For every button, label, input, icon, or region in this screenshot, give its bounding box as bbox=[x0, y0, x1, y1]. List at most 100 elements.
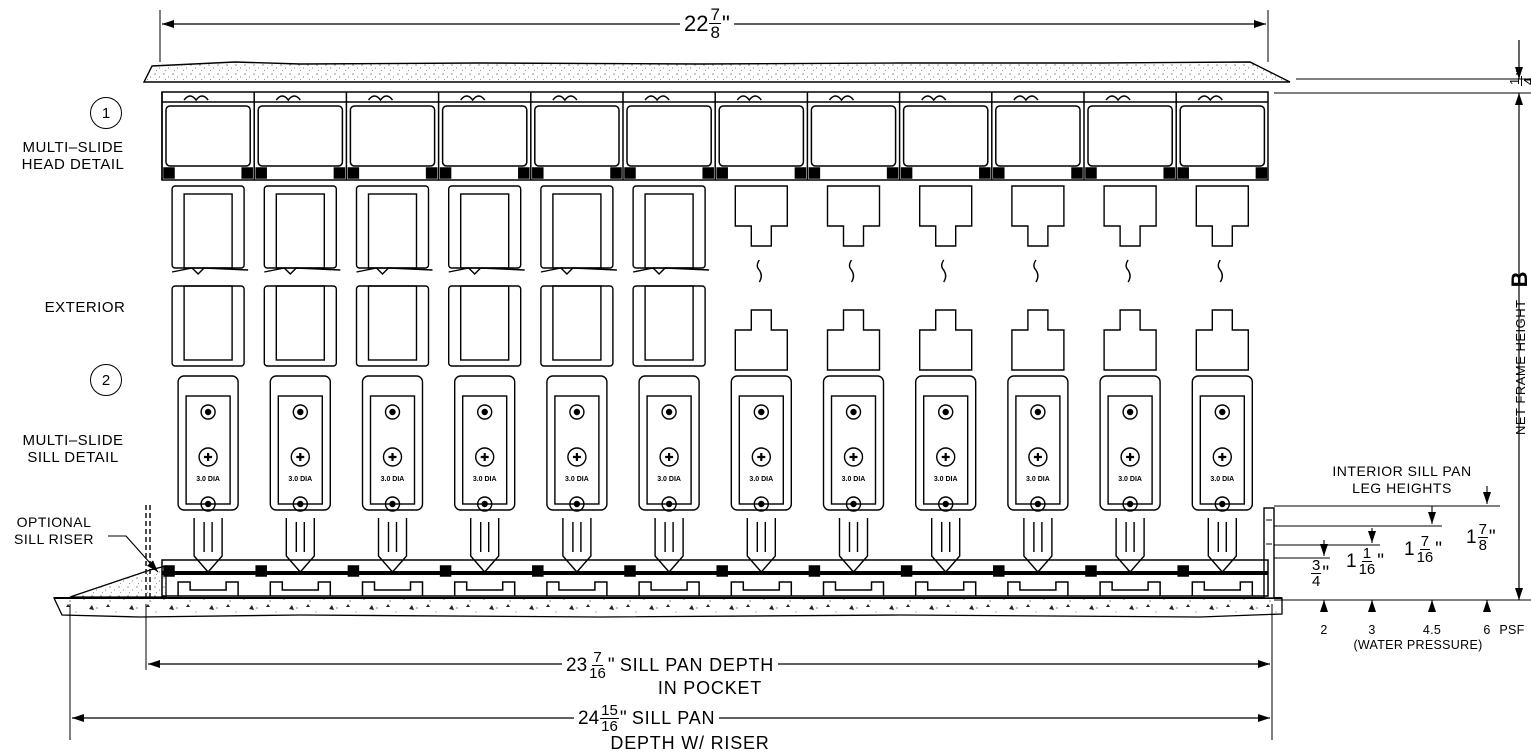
bottom-screw-head bbox=[1034, 500, 1042, 508]
roller-wheel bbox=[654, 518, 684, 574]
top-screw-head bbox=[573, 408, 581, 416]
bottom-screw bbox=[477, 496, 493, 512]
center-screw-cross bbox=[388, 453, 397, 461]
sill-track bbox=[1007, 581, 1069, 596]
head-frame bbox=[161, 91, 1269, 181]
screw-dia-label: 3.0 DIA bbox=[657, 476, 681, 483]
roller-axle bbox=[1217, 522, 1227, 552]
sill-pan-depth-sub: IN POCKET bbox=[657, 678, 763, 698]
head-weatherstrip bbox=[518, 167, 530, 179]
sill-track bbox=[822, 581, 885, 596]
sill-weatherstrip bbox=[532, 565, 544, 577]
top-screw bbox=[1122, 404, 1138, 420]
head-seal bbox=[1013, 95, 1039, 102]
lower-stile bbox=[263, 285, 337, 367]
sill-track bbox=[914, 581, 977, 596]
head-weatherstrip bbox=[900, 167, 913, 179]
detail-1-marker: 1 bbox=[90, 97, 122, 129]
top-screw bbox=[292, 404, 308, 420]
center-screw bbox=[198, 447, 218, 467]
roller-axle bbox=[572, 522, 582, 552]
sill-pan-riser-sub: DEPTH W/ RISER bbox=[610, 733, 770, 753]
roller-wheel bbox=[285, 518, 315, 574]
break-line bbox=[1125, 259, 1131, 283]
exterior-label: EXTERIOR bbox=[44, 299, 126, 316]
roller-housing bbox=[1191, 375, 1254, 511]
sill-frame bbox=[161, 559, 1269, 597]
bottom-screw bbox=[384, 496, 401, 512]
head-weatherstrip bbox=[702, 167, 714, 179]
head-track bbox=[1179, 105, 1266, 167]
upper-glass bbox=[275, 193, 325, 269]
upper-stile bbox=[632, 185, 706, 269]
upper-profile bbox=[734, 185, 788, 247]
top-screw-head bbox=[481, 408, 488, 416]
panel-12 bbox=[1191, 185, 1254, 574]
top-screw-head bbox=[297, 408, 304, 416]
bottom-screw bbox=[1122, 496, 1138, 512]
center-screw bbox=[659, 447, 679, 467]
head-weatherstrip bbox=[794, 167, 807, 179]
screw-dia-label: 3.0 DIA bbox=[380, 476, 405, 483]
roller-wheel bbox=[470, 518, 500, 574]
top-screw-head bbox=[665, 408, 673, 416]
sill-track bbox=[1191, 581, 1254, 596]
roller-axle bbox=[848, 522, 859, 552]
roller-wheel bbox=[1207, 518, 1237, 574]
roller-wheel bbox=[746, 518, 776, 574]
roller-housing bbox=[1007, 375, 1069, 511]
roller-axle bbox=[203, 522, 213, 552]
break-line bbox=[1033, 259, 1039, 283]
roller-axle bbox=[1033, 522, 1043, 552]
roller-axle bbox=[295, 522, 305, 552]
upper-stile bbox=[263, 185, 337, 269]
sill-weatherstrip bbox=[993, 565, 1005, 577]
center-screw-cross bbox=[665, 453, 674, 461]
sill-track bbox=[269, 581, 332, 596]
bottom-screw bbox=[938, 496, 954, 512]
roller-housing bbox=[915, 375, 977, 511]
center-screw-cross bbox=[1126, 453, 1135, 461]
top-screw bbox=[569, 404, 585, 420]
bottom-screw bbox=[1030, 496, 1046, 512]
center-screw bbox=[1212, 447, 1233, 467]
sill-track bbox=[638, 581, 700, 596]
lower-profile bbox=[1195, 309, 1249, 371]
panel-2 bbox=[263, 185, 341, 574]
head-track bbox=[1087, 105, 1173, 167]
sill-track bbox=[546, 581, 608, 596]
head-weatherstrip bbox=[1177, 167, 1189, 179]
lower-profile bbox=[826, 309, 881, 371]
center-screw-cross bbox=[204, 453, 213, 461]
head-weatherstrip bbox=[993, 167, 1005, 179]
sill-riser bbox=[69, 565, 167, 598]
roller-housing bbox=[1099, 375, 1161, 511]
sill-weatherstrip bbox=[624, 565, 636, 577]
top-screw-head bbox=[1034, 408, 1042, 416]
head-track bbox=[165, 105, 251, 167]
head-seal bbox=[921, 95, 947, 102]
head-seal bbox=[183, 95, 209, 102]
floor-slab bbox=[52, 597, 1283, 618]
sill-track bbox=[453, 581, 516, 596]
bottom-screw bbox=[569, 496, 585, 512]
head-seal bbox=[460, 95, 486, 102]
head-seal bbox=[828, 95, 855, 102]
top-screw bbox=[661, 404, 677, 420]
head-weatherstrip bbox=[624, 167, 636, 179]
break-line bbox=[356, 267, 433, 275]
panel-5 bbox=[540, 185, 617, 574]
sill-track bbox=[1099, 581, 1161, 596]
sill-weatherstrip bbox=[439, 565, 452, 577]
head-weatherstrip bbox=[425, 167, 438, 179]
screw-dia-label: 3.0 DIA bbox=[933, 476, 958, 483]
bottom-screw-head bbox=[665, 500, 673, 508]
screw-dia-label: 3.0 DIA bbox=[565, 476, 589, 483]
sill-weatherstrip bbox=[255, 565, 267, 577]
screw-dia-label: 3.0 DIA bbox=[1118, 476, 1142, 483]
screw-dia-label: 3.0 DIA bbox=[1026, 476, 1050, 483]
